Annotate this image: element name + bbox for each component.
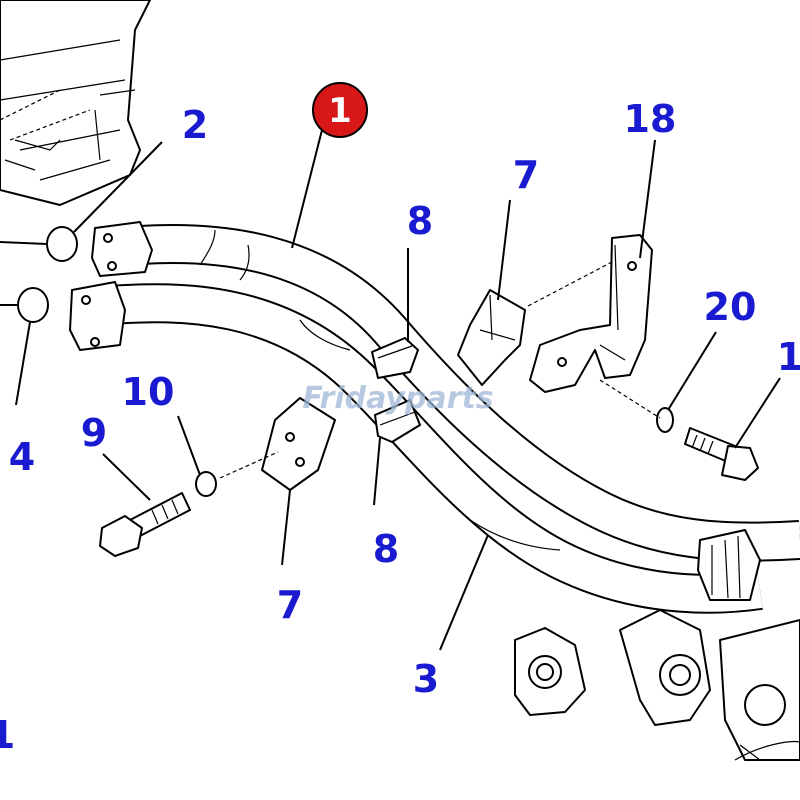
watermark-logo: Fridayparts xyxy=(302,381,493,416)
bolt-part-9 xyxy=(99,492,191,557)
leader-lines xyxy=(0,129,781,651)
part-1-badge-label: 1 xyxy=(328,91,352,131)
bracket-part-7-upper xyxy=(457,289,526,386)
engine-frame-drawing xyxy=(0,0,151,206)
callout-10: 10 xyxy=(122,370,175,414)
clamp-part-8-upper xyxy=(371,337,419,379)
o-ring-part-2 xyxy=(46,226,78,262)
callout-4: 4 xyxy=(9,435,35,479)
callout-7-bottom: 7 xyxy=(277,583,303,627)
callout-9: 9 xyxy=(81,411,107,455)
bracket-part-18 xyxy=(529,234,653,393)
clamp-part-8-lower xyxy=(374,399,421,443)
washer-part-20 xyxy=(656,407,674,433)
bolt-part-1-right xyxy=(684,427,759,481)
callout-1-right: 1 xyxy=(777,335,800,379)
lower-flange-drawing xyxy=(514,609,800,761)
bracket-part-7-lower xyxy=(261,397,336,491)
callout-18: 18 xyxy=(624,97,677,141)
callout-2: 2 xyxy=(182,103,208,147)
callout-7-top: 7 xyxy=(513,153,539,197)
callout-1-left: 1 xyxy=(0,713,15,757)
callout-8-top: 8 xyxy=(407,199,433,243)
callout-3: 3 xyxy=(413,657,439,701)
washer-part-10 xyxy=(195,471,217,497)
callout-20: 20 xyxy=(704,285,757,329)
hose-assembly-drawing xyxy=(69,221,800,614)
callout-labels: 2 4 1 10 9 7 8 8 7 18 20 1 3 xyxy=(0,97,800,757)
part-1-badge: 1 xyxy=(312,82,368,138)
o-ring-part-4 xyxy=(17,287,49,323)
callout-8-bottom: 8 xyxy=(373,527,399,571)
